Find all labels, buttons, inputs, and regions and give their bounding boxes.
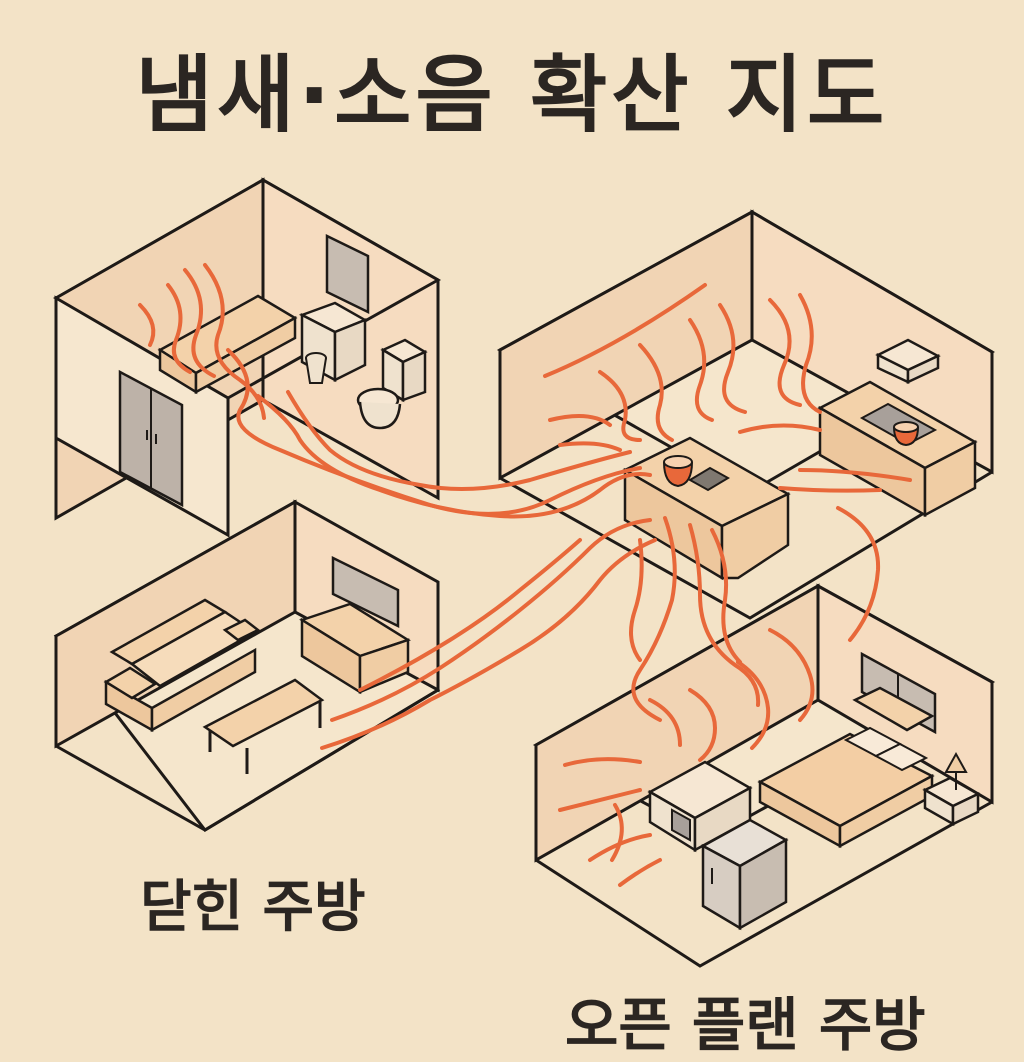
label-open-plan-kitchen: 오픈 플랜 주방: [565, 978, 926, 1062]
room-bathroom: [56, 180, 438, 535]
room-bedroom: [536, 586, 992, 966]
room-living: [56, 502, 438, 830]
label-closed-kitchen: 닫힌 주방: [140, 862, 366, 943]
